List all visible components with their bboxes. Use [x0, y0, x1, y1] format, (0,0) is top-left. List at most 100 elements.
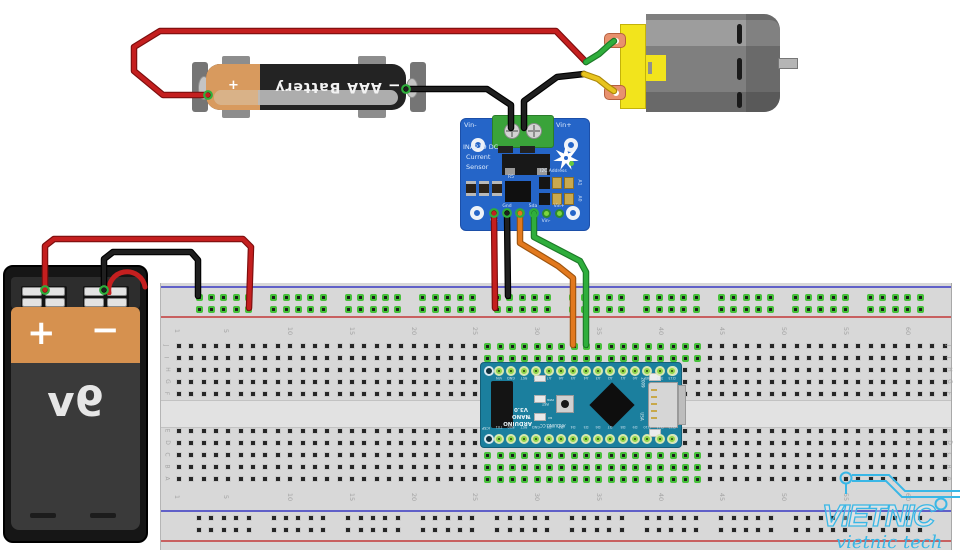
breadboard-hole: [867, 391, 874, 397]
breadboard-hole: [707, 440, 714, 446]
breadboard-hole: [731, 476, 738, 482]
bottom-rail-hole: [370, 515, 376, 521]
column-number: 60: [903, 326, 912, 336]
breadboard-hole: [892, 428, 899, 434]
breadboard-hole: [929, 343, 936, 349]
nano-pin-A3: [592, 366, 603, 376]
top-rail-hole: [232, 305, 240, 313]
column-number: 5: [222, 328, 231, 334]
nano-pin-RST: [518, 434, 529, 444]
bottom-rail-hole: [295, 515, 302, 521]
top-rail-hole: [381, 293, 389, 301]
breadboard-hole: [460, 452, 467, 458]
top-rail-hole: [543, 293, 551, 301]
sensor-jumper-a1: A1: [576, 179, 582, 186]
top-rail-hole: [307, 305, 315, 313]
breadboard-hole: [694, 391, 701, 397]
bottom-rail-hole: [220, 515, 227, 521]
breadboard-hole: [460, 379, 467, 385]
breadboard-hole: [793, 464, 800, 470]
breadboard-hole: [830, 428, 837, 434]
breadboard-hole: [719, 440, 726, 446]
breadboard-hole: [423, 379, 429, 385]
bottom-rail-hole: [307, 515, 314, 521]
breadboard-hole: [892, 440, 899, 446]
breadboard-hole: [250, 452, 257, 458]
breadboard-hole: [879, 452, 886, 458]
nano-pin-label: GND: [532, 425, 541, 429]
breadboard-hole: [410, 464, 417, 470]
bottom-rail-hole: [469, 527, 476, 533]
breadboard-hole: [595, 451, 603, 459]
breadboard-hole: [892, 391, 899, 397]
breadboard-hole: [324, 440, 331, 446]
breadboard-hole: [348, 379, 355, 385]
breadboard-hole: [287, 452, 294, 458]
breadboard-hole: [855, 355, 862, 361]
top-rail-hole: [904, 305, 912, 313]
nano-usa-label: USA: [639, 412, 645, 421]
breadboard-hole: [472, 367, 479, 373]
breadboard-hole: [225, 391, 232, 397]
breadboard-hole: [336, 452, 343, 458]
bottom-rail-hole: [904, 527, 911, 533]
bottom-rail-hole: [519, 515, 526, 521]
bottom-rail-hole: [867, 527, 874, 533]
sensor-mounting-hole: [471, 138, 485, 152]
breadboard-hole: [188, 452, 195, 458]
breadboard-hole: [830, 440, 837, 446]
breadboard-hole: [595, 475, 603, 483]
breadboard-hole: [447, 355, 454, 361]
breadboard-hole: [632, 451, 640, 459]
top-rail-hole: [468, 305, 476, 313]
breadboard-hole: [842, 476, 849, 482]
sensor-pin-vin-minus: [542, 209, 551, 218]
breadboard-hole: [262, 391, 269, 397]
nano-pin-label: VIN: [496, 376, 503, 380]
breadboard-hole: [336, 464, 343, 470]
breadboard-hole: [484, 354, 492, 362]
breadboard-hole: [533, 475, 541, 483]
top-rail-hole: [568, 293, 576, 301]
breadboard-hole: [176, 440, 182, 446]
breadboard-hole: [892, 355, 899, 361]
sensor-jumper-a0: A0: [576, 195, 582, 202]
nano-reset-button: [556, 395, 574, 413]
top-rail-hole: [369, 293, 377, 301]
breadboard-hole: [225, 476, 232, 482]
breadboard-hole: [867, 379, 874, 385]
breadboard-hole: [694, 440, 701, 446]
breadboard-hole: [460, 367, 467, 373]
breadboard-hole: [385, 476, 392, 482]
breadboard-hole: [669, 475, 677, 483]
breadboard-hole: [842, 428, 849, 434]
bottom-rail-hole: [730, 515, 737, 521]
breadboard-hole: [361, 391, 368, 397]
breadboard-hole: [669, 342, 677, 350]
battery-aaa: + − AAA Battery: [206, 64, 406, 110]
breadboard-hole: [879, 464, 886, 470]
breadboard-hole: [225, 440, 232, 446]
breadboard-hole: [719, 391, 726, 397]
breadboard-hole: [287, 343, 294, 349]
breadboard-hole: [583, 475, 591, 483]
top-rail-hole: [357, 305, 365, 313]
breadboard-hole: [287, 440, 294, 446]
breadboard-hole: [756, 379, 763, 385]
nano-pin-RST: [518, 366, 529, 376]
top-rail-hole: [680, 305, 688, 313]
breadboard-hole: [929, 391, 936, 397]
bottom-rail-hole: [830, 527, 836, 533]
breadboard-hole: [941, 343, 948, 349]
bottom-rail-hole: [593, 527, 600, 533]
breadboard-hole: [929, 367, 936, 373]
nano-rst-label: RST: [542, 402, 549, 406]
top-rail-hole: [493, 305, 501, 313]
breadboard-hole: [855, 428, 862, 434]
top-rail-hole: [394, 305, 402, 313]
top-rail-hole: [431, 305, 439, 313]
top-rail-hole: [270, 305, 278, 313]
bottom-rail-hole: [419, 515, 426, 521]
breadboard-hole: [435, 440, 442, 446]
top-rail-hole: [879, 293, 887, 301]
